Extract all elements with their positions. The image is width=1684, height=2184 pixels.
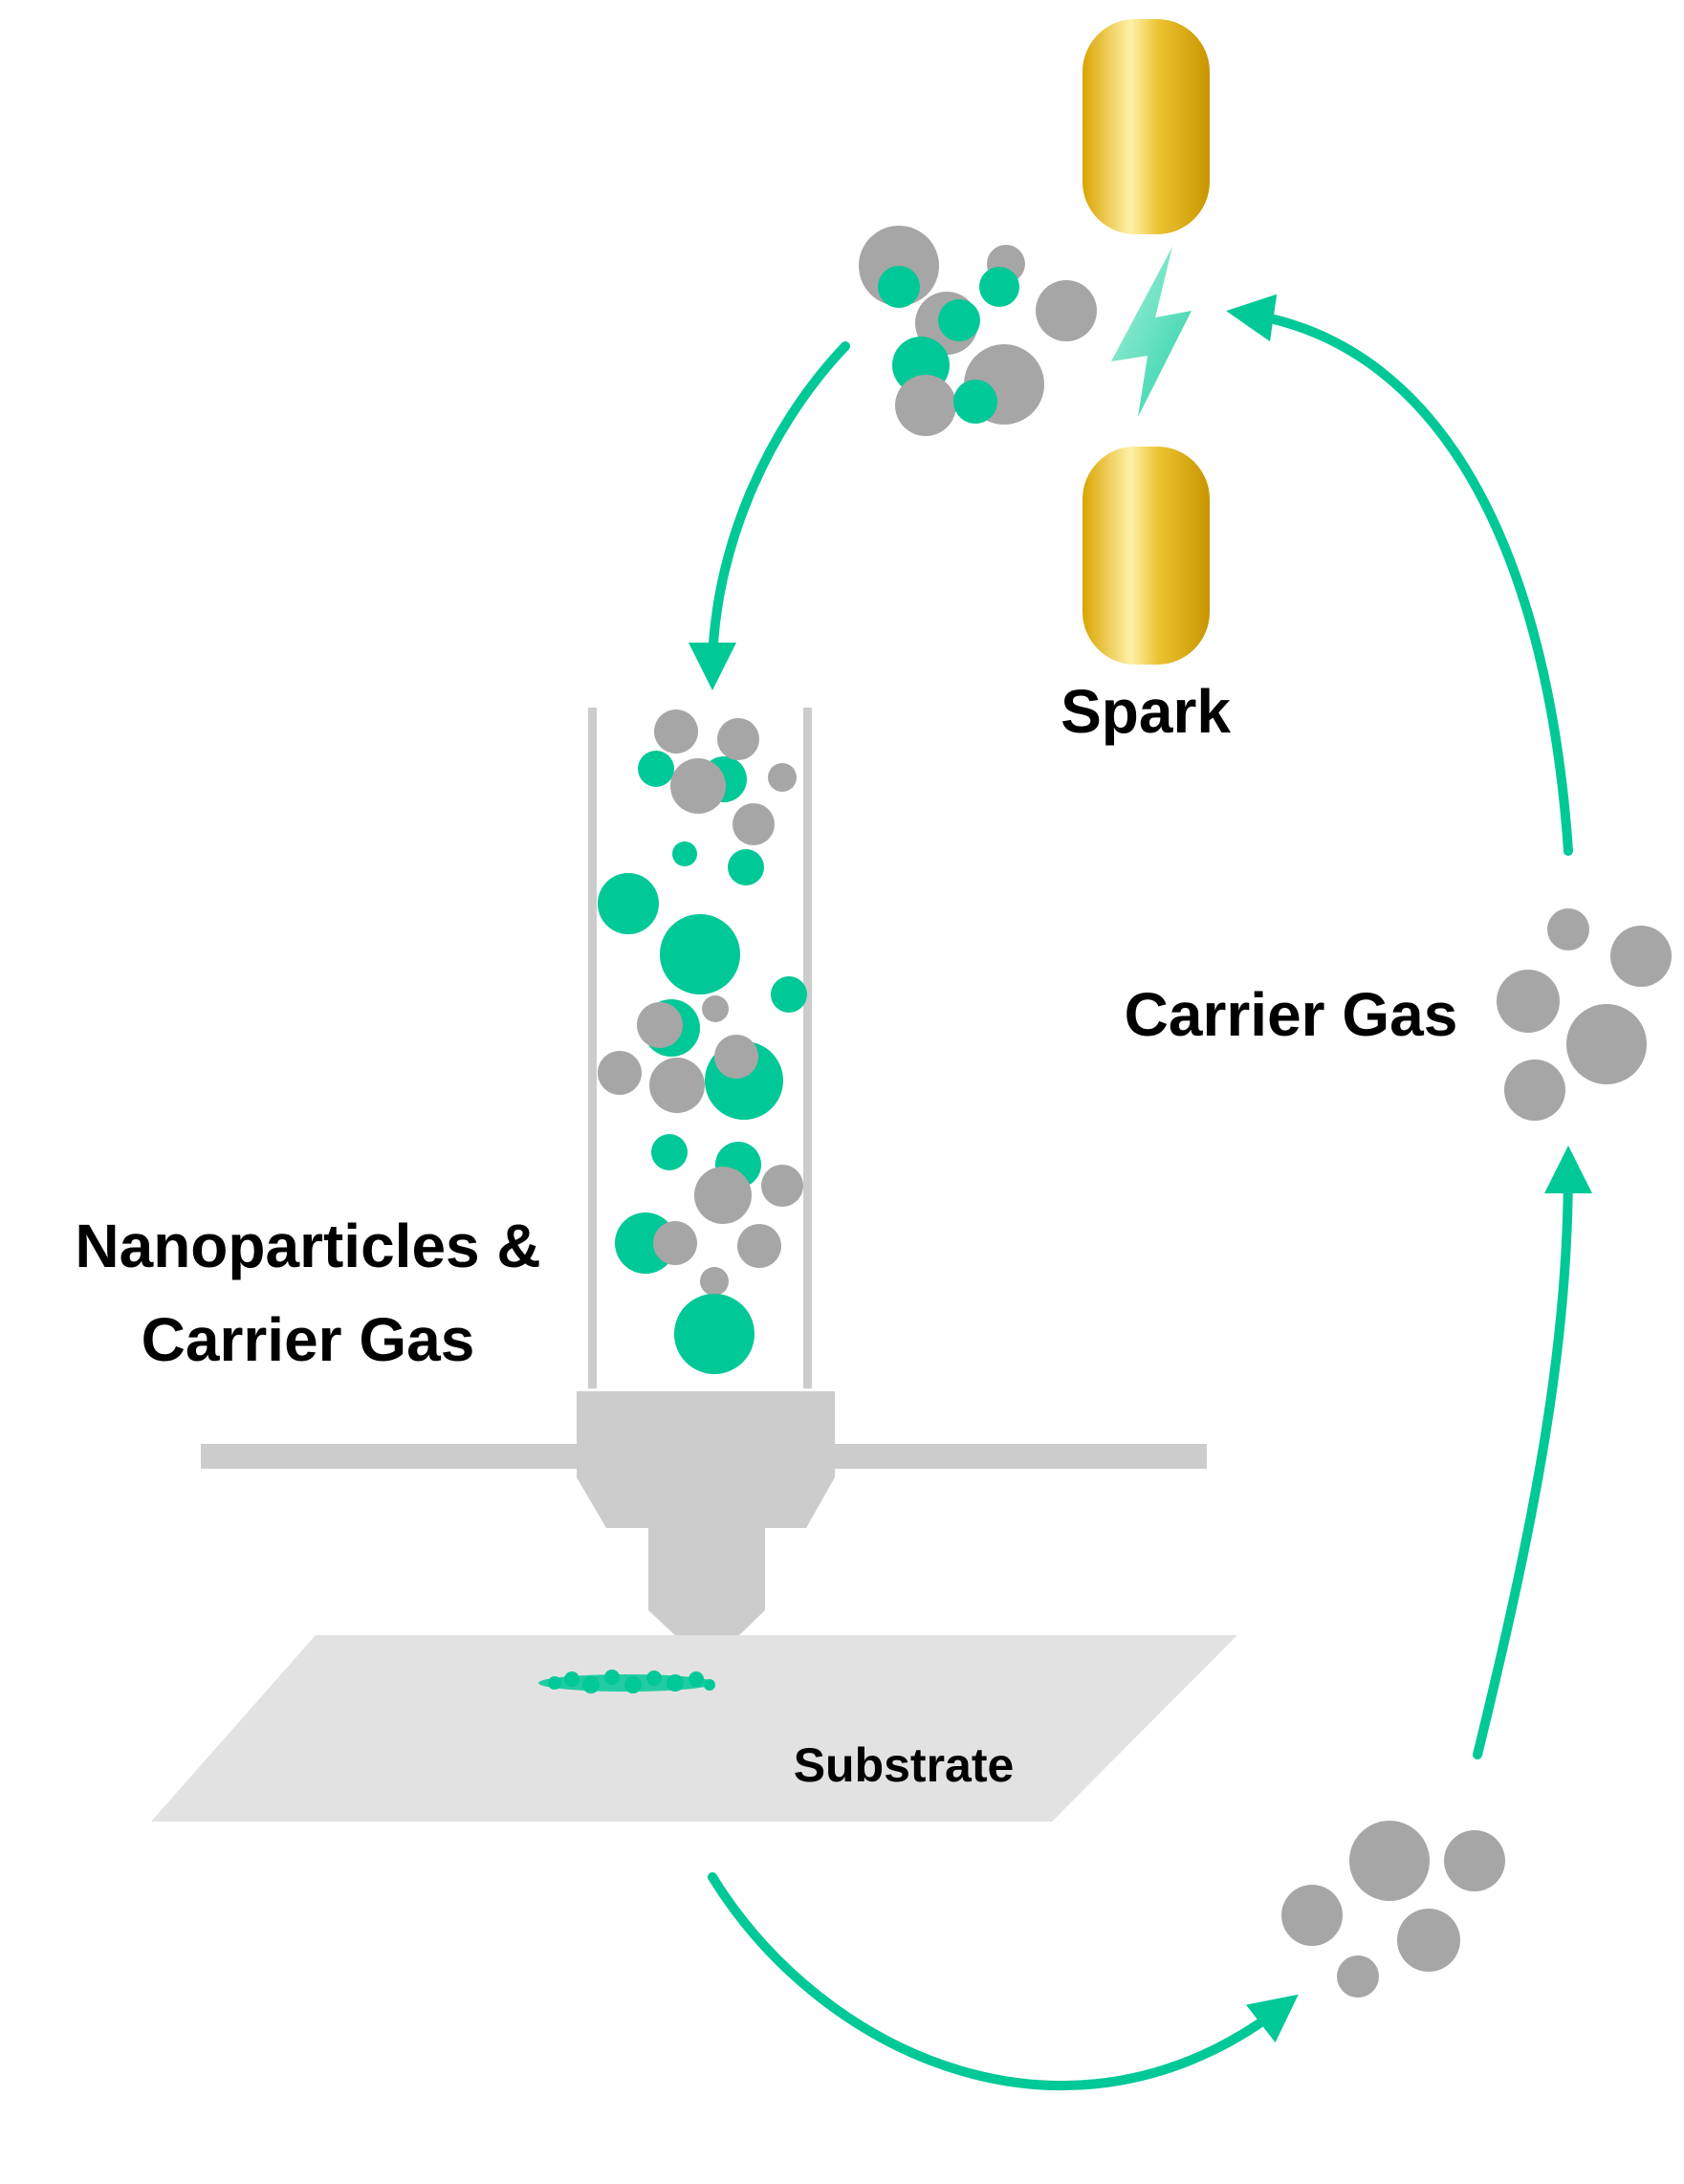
recycled-gas-cluster <box>1281 1821 1505 1998</box>
substrate <box>151 1635 1237 1822</box>
electrode-top <box>1083 19 1210 234</box>
nozzle-tube <box>588 708 812 1388</box>
substrate-label: Substrate <box>794 1738 1015 1792</box>
deposited-nanoparticle-line <box>538 1670 715 1693</box>
flow-arrows <box>689 294 1592 2090</box>
carrier-gas-cluster <box>1497 908 1672 1121</box>
lightning-bolt-icon <box>1111 247 1192 417</box>
electrode-bottom <box>1083 447 1210 665</box>
arrow-substrate-to-gas <box>708 1872 1299 2090</box>
nanoparticles-label-line1: Nanoparticles & <box>75 1212 540 1280</box>
arrow-gas-to-spark <box>1226 294 1573 856</box>
spark-label: Spark <box>1061 677 1231 746</box>
arrow-spark-to-nozzle <box>689 341 850 690</box>
arrow-gas-up <box>1473 1146 1592 1759</box>
carrier-gas-label: Carrier Gas <box>1125 980 1458 1049</box>
spark-particle-cluster <box>859 226 1097 436</box>
tube-particles <box>598 710 807 1374</box>
print-head <box>201 1391 1207 1666</box>
nanoparticles-label-line2: Carrier Gas <box>142 1305 475 1374</box>
